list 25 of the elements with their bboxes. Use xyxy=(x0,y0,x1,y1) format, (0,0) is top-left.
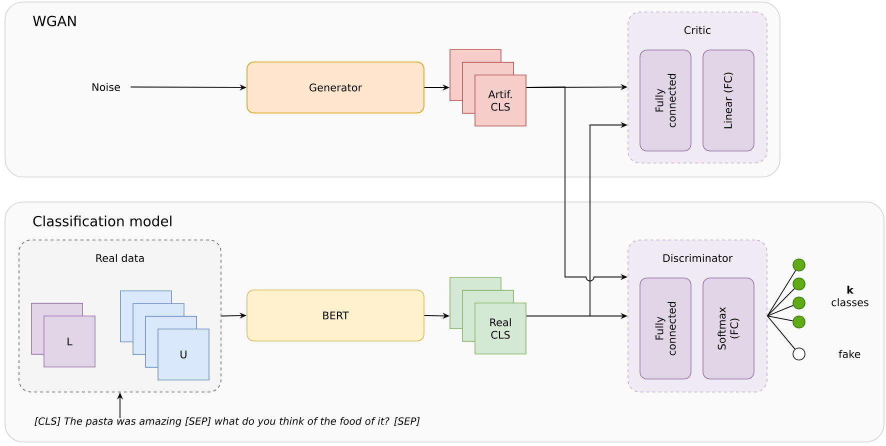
connector-line xyxy=(766,288,795,316)
connector-line xyxy=(766,270,796,316)
input-label: Noise xyxy=(92,82,120,92)
document-stack: U xyxy=(120,290,210,380)
node-label: CLS xyxy=(491,330,510,339)
layer-box: Fully connected xyxy=(640,50,692,152)
output-circle xyxy=(792,348,806,360)
output-circle xyxy=(792,278,806,290)
connector-line xyxy=(766,316,794,322)
feature-stack: Artif. CLS xyxy=(450,49,526,126)
process-box: Generator xyxy=(246,62,424,114)
connector-line xyxy=(766,304,794,316)
output-circle xyxy=(792,296,806,310)
connector-line xyxy=(766,316,796,350)
layer-box: Linear (FC) xyxy=(702,50,754,152)
output-circle xyxy=(792,316,806,328)
feature-stack: Real CLS xyxy=(450,277,526,354)
layer-box: Fully connected xyxy=(640,278,692,380)
output-label: fake xyxy=(838,350,860,358)
document-stack: L xyxy=(31,302,96,368)
output-circle xyxy=(792,258,806,272)
class-label: k classes xyxy=(832,286,868,306)
process-box: BERT xyxy=(246,290,424,342)
sentence-text: [CLS] The pasta was amazing [SEP] what do you think of the food of it? [SEP] xyxy=(34,417,420,427)
layer-box: Softmax (FC) xyxy=(702,278,754,380)
